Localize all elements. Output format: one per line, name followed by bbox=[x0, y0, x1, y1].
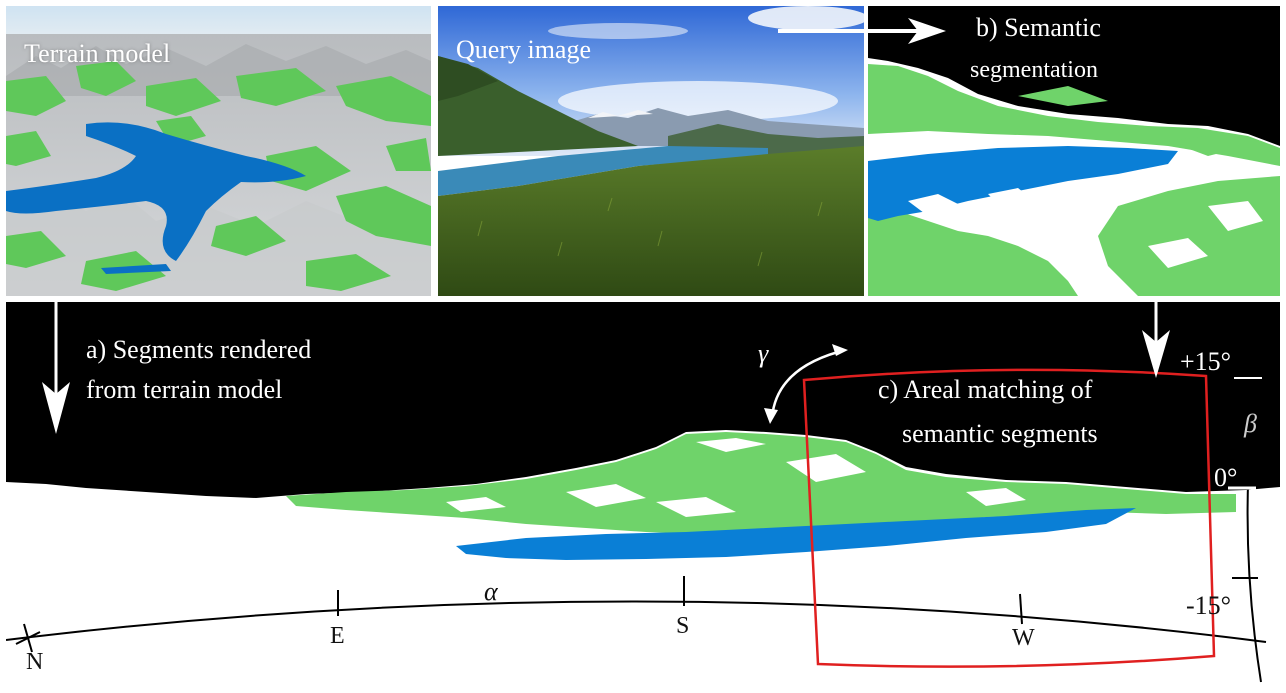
semantic-segmentation-label-line2: segmentation bbox=[970, 57, 1098, 83]
panorama-matching-panel: a) Segments rendered from terrain model … bbox=[6, 302, 1280, 687]
panorama-render bbox=[6, 302, 1280, 687]
areal-matching-label-line1: c) Areal matching of bbox=[878, 375, 1093, 404]
compass-north: N bbox=[26, 649, 44, 675]
terrain-model-label: Terrain model bbox=[24, 39, 171, 68]
query-image-label: Query image bbox=[456, 35, 592, 64]
segments-rendered-label-line1: a) Segments rendered bbox=[86, 335, 312, 364]
elevation-arc bbox=[1246, 311, 1269, 683]
terrain-model-panel: Terrain model bbox=[6, 6, 431, 296]
gamma-symbol: γ bbox=[758, 339, 769, 368]
segments-rendered-label-line2: from terrain model bbox=[86, 375, 283, 404]
query-image-photo bbox=[438, 6, 864, 296]
terrain-model-render bbox=[6, 6, 431, 296]
panorama-water bbox=[456, 508, 1136, 560]
compass-west: W bbox=[1012, 625, 1035, 651]
matching-box bbox=[802, 368, 1216, 668]
panorama-vegetation bbox=[286, 432, 1236, 540]
areal-matching-label-line2: semantic segments bbox=[902, 419, 1098, 448]
compass-east: E bbox=[330, 623, 345, 649]
semantic-segmentation-label-line1: b) Semantic bbox=[976, 13, 1101, 42]
alpha-symbol: α bbox=[484, 577, 498, 606]
semantic-segmentation-map bbox=[868, 6, 1280, 296]
semantic-segmentation-panel: b) Semantic segmentation bbox=[868, 6, 1280, 296]
query-image-panel: Query image bbox=[438, 6, 864, 296]
elevation-tick-zero: 0° bbox=[1214, 463, 1238, 492]
elevation-tick-minus15: -15° bbox=[1186, 591, 1232, 620]
compass-south: S bbox=[676, 613, 690, 639]
azimuth-arc bbox=[6, 600, 1267, 643]
panorama-sky bbox=[6, 302, 1280, 498]
beta-symbol: β bbox=[1244, 409, 1257, 438]
elevation-tick-plus15: +15° bbox=[1180, 347, 1232, 376]
